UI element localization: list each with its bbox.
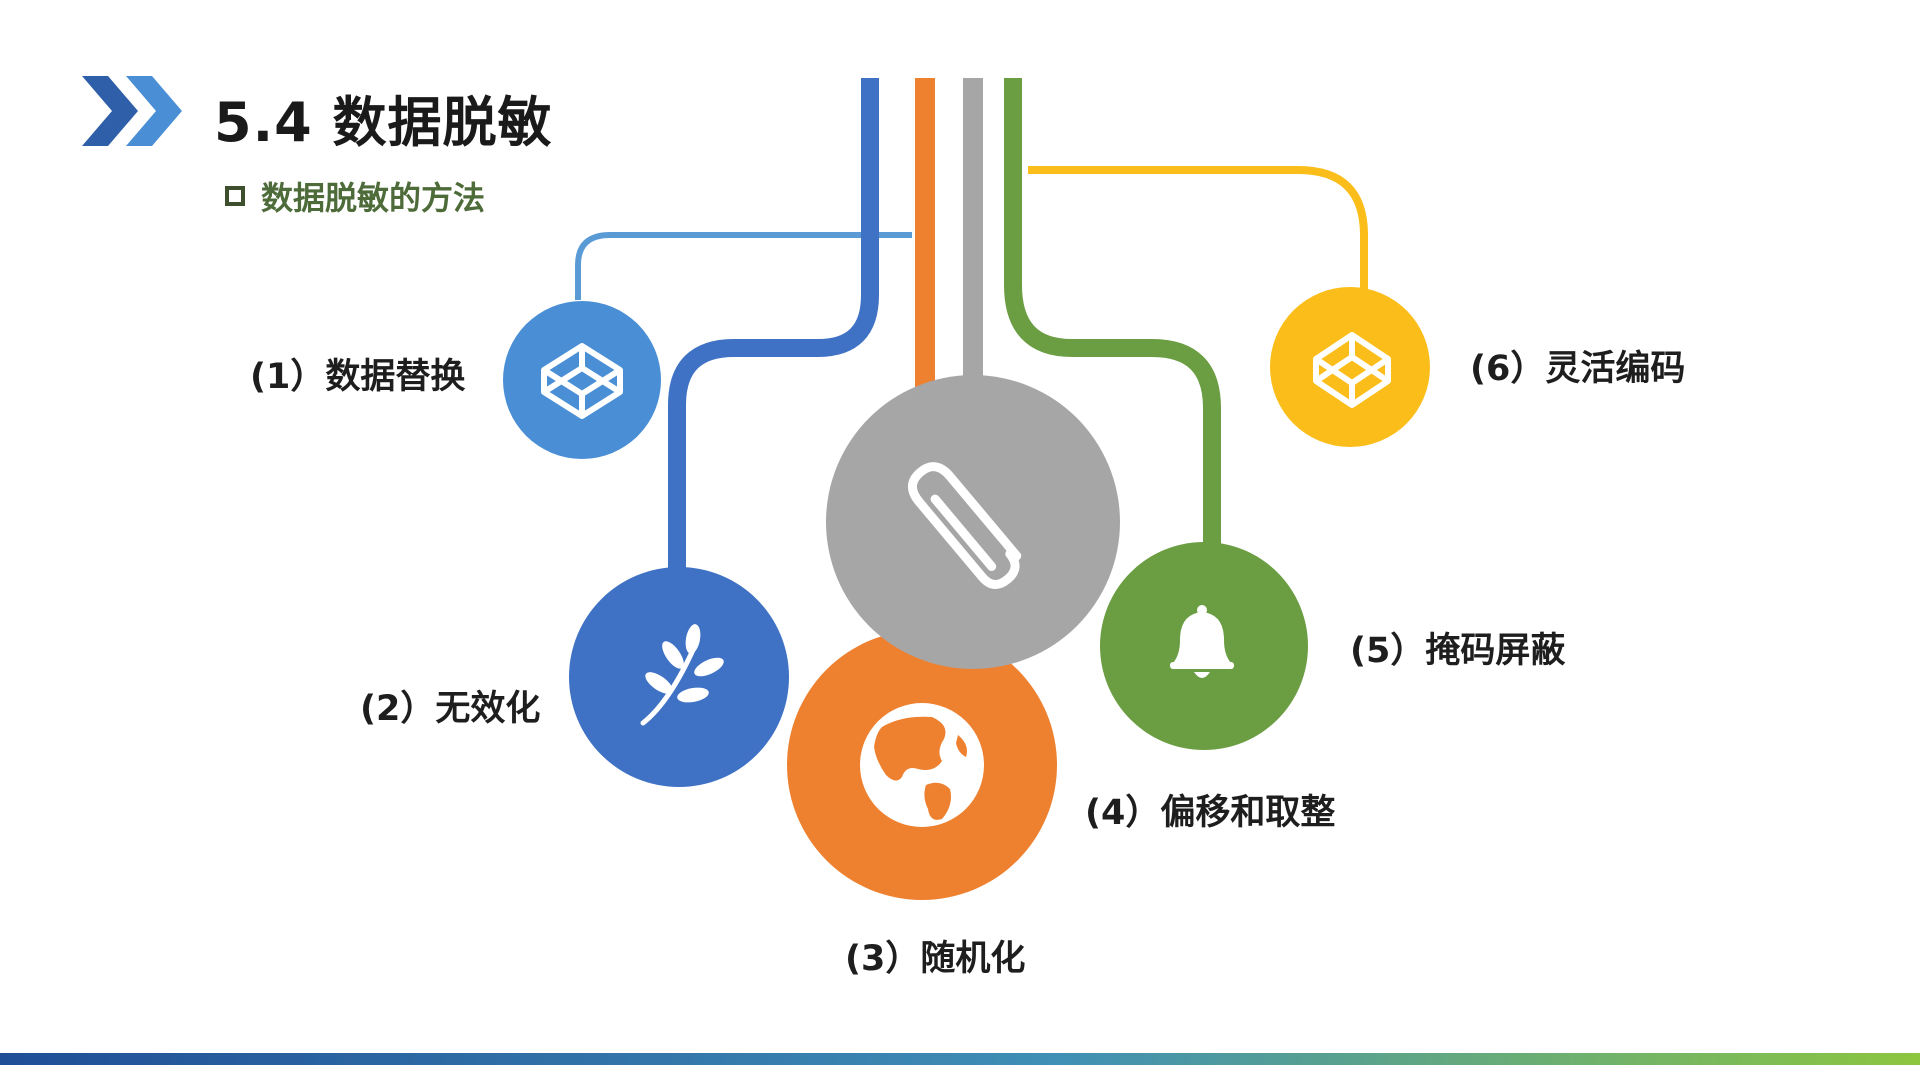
leaf-icon [640,624,724,726]
node-1-label: (1）数据替换 [250,357,466,397]
codepen-cube-icon [541,343,623,419]
node-4-label: (4）偏移和取整 [1085,793,1336,833]
paperclip-icon [907,462,1022,589]
node-6-circle [1270,287,1430,447]
node-3-label: (3）随机化 [845,939,1026,979]
connector-line-1 [575,232,912,300]
page-subtitle: 数据脱敏的方法 [225,173,485,219]
bell-icon [1170,605,1234,678]
node-2-label: (2）无效化 [360,689,541,729]
node-6-label: (6）灵活编码 [1470,349,1686,389]
node-5-label: (5）掩码屏蔽 [1350,631,1566,671]
globe-icon [860,703,984,827]
bottom-gradient-bar [0,1053,1920,1065]
codepen-cube-icon [1313,332,1391,408]
connector-line-2 [668,78,879,584]
square-bullet-icon [225,186,245,206]
connector-line-5 [1004,78,1221,560]
node-1-circle [503,301,661,459]
subtitle-text: 数据脱敏的方法 [261,179,486,217]
connector-line-6 [1028,166,1368,296]
node-center-circle [826,375,1120,669]
page-title: 5.4 数据脱敏 [214,91,553,154]
header-chevron-icon [82,76,182,146]
